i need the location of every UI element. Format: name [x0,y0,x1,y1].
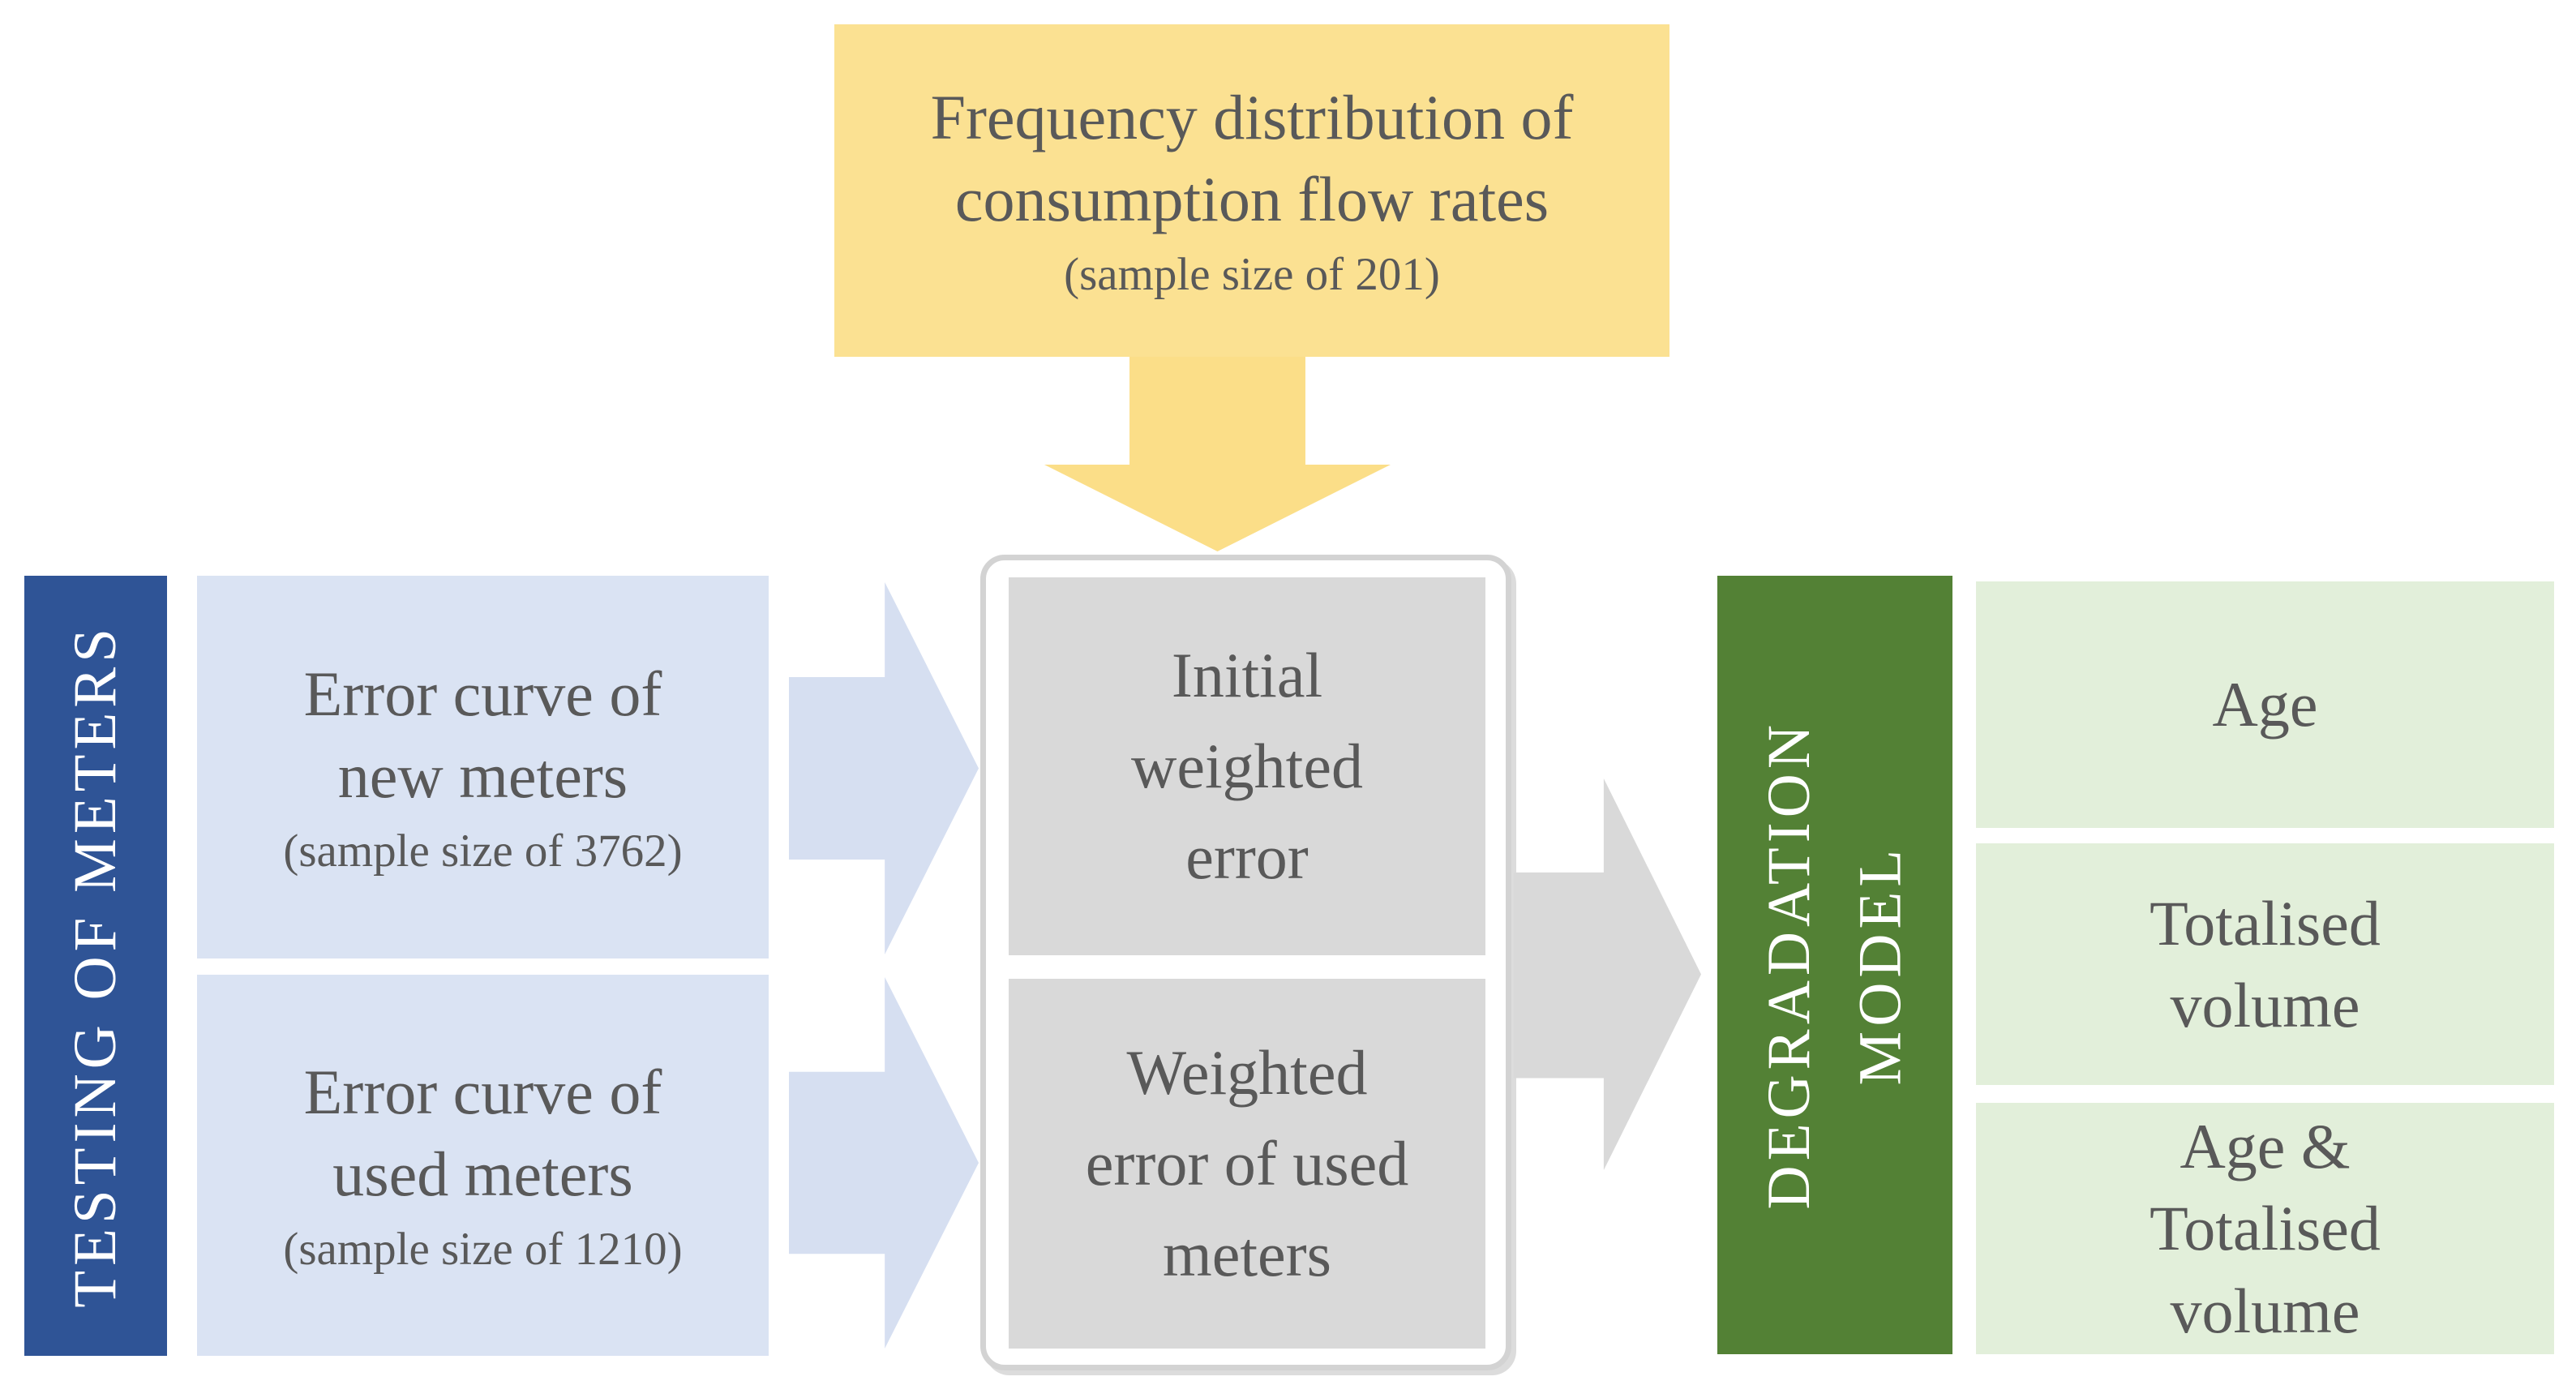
age-totalised-volume-box: Age & Totalised volume [1976,1103,2554,1354]
weighted-error-used-meters-box: Weighted error of used meters [1009,979,1485,1349]
frequency-distribution-title: Frequency distribution of consumption fl… [930,81,1574,234]
initial-weighted-error-box: Initial weighted error [1009,577,1485,955]
testing-of-meters-bar: TESTING OF METERS [24,576,167,1356]
age-totalised-volume-label: Age & Totalised volume [2150,1110,2381,1346]
error-curve-new-meters-sample-size: (sample size of 3762) [283,826,683,877]
testing-of-meters-label: TESTING OF METERS [61,624,129,1308]
degradation-model-label: DEGRADATION MODEL [1755,720,1914,1210]
totalised-volume-label: Totalised volume [2150,887,2381,1040]
frequency-distribution-box: Frequency distribution of consumption fl… [834,24,1669,357]
error-curve-used-meters-title: Error curve of used meters [303,1056,662,1209]
totalised-volume-box: Totalised volume [1976,843,2554,1085]
right-arrow-degradation [1514,778,1701,1170]
error-curve-used-meters-sample-size: (sample size of 1210) [283,1224,683,1276]
age-label: Age [2212,669,2318,740]
frequency-distribution-sample-size: (sample size of 201) [1064,249,1440,301]
right-arrow-used-meters [789,977,979,1349]
right-arrow-new-meters [789,582,979,954]
weighted-error-used-meters-label: Weighted error of used meters [1085,1036,1409,1290]
initial-weighted-error-label: Initial weighted error [1131,639,1363,893]
error-curve-new-meters-box: Error curve of new meters (sample size o… [197,576,769,958]
error-curve-new-meters-title: Error curve of new meters [303,658,662,811]
degradation-model-bar: DEGRADATION MODEL [1717,576,1952,1354]
age-box: Age [1976,581,2554,828]
down-arrow [1044,357,1391,551]
error-curve-used-meters-box: Error curve of used meters (sample size … [197,975,769,1356]
